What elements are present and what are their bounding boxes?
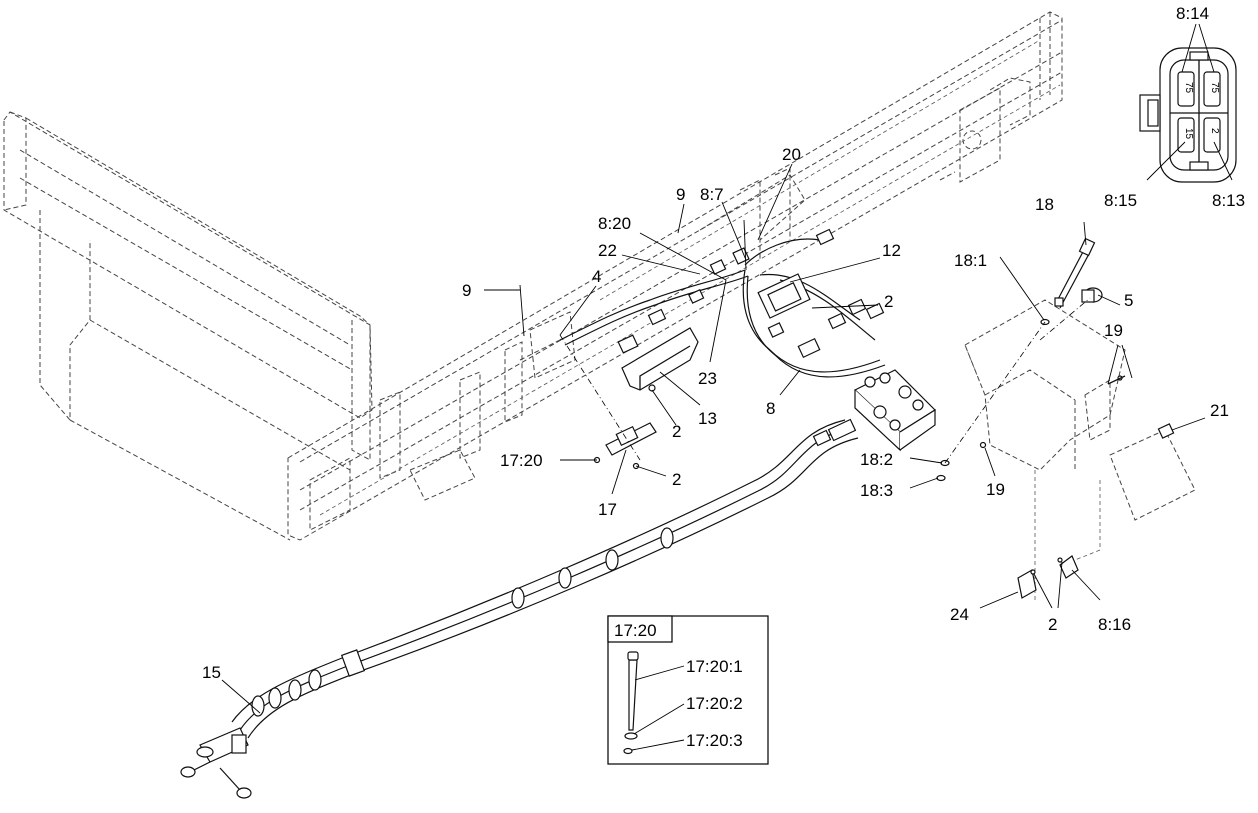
callout-18: 18 xyxy=(1035,195,1054,214)
callout-8: 8 xyxy=(766,399,775,418)
valve-block xyxy=(853,369,936,452)
callout-8-7: 8:7 xyxy=(700,185,724,204)
pin-label-1: 75 xyxy=(1183,82,1194,94)
callout-23: 23 xyxy=(698,369,717,388)
callout-4: 4 xyxy=(592,267,601,286)
callout-20: 20 xyxy=(782,145,801,164)
chassis-frame xyxy=(3,11,1063,541)
right-bracket-assembly xyxy=(936,237,1196,600)
callout-18-1: 18:1 xyxy=(954,251,987,270)
callout-9-top: 9 xyxy=(676,185,685,204)
callout-19-bottom: 19 xyxy=(986,480,1005,499)
callout-15: 15 xyxy=(202,663,221,682)
callout-2-a: 2 xyxy=(884,292,893,311)
inset-17-20: 17:20 17:20:1 17:20:2 17:20:3 xyxy=(607,615,769,765)
pin-label-4: 2 xyxy=(1209,128,1220,134)
callout-18-3: 18:3 xyxy=(860,481,893,500)
callout-9-left: 9 xyxy=(462,281,471,300)
callout-2-b: 2 xyxy=(672,422,681,441)
inset-title: 17:20 xyxy=(614,621,657,640)
bracket-13 xyxy=(621,327,699,392)
inset-label-17-20-3: 17:20:3 xyxy=(686,731,743,750)
callout-12: 12 xyxy=(882,241,901,260)
callout-8-15: 8:15 xyxy=(1104,191,1137,210)
harness-assembly xyxy=(559,219,886,378)
callout-13: 13 xyxy=(698,409,717,428)
callout-2-d: 2 xyxy=(1048,615,1057,634)
callout-2-c: 2 xyxy=(672,470,681,489)
callout-24: 24 xyxy=(950,605,969,624)
callout-22: 22 xyxy=(598,241,617,260)
pin-label-3: 15 xyxy=(1183,128,1194,140)
callout-8-13: 8:13 xyxy=(1212,191,1245,210)
leader-lines xyxy=(221,163,1206,714)
callout-19-top: 19 xyxy=(1104,321,1123,340)
inset-label-17-20-1: 17:20:1 xyxy=(686,657,743,676)
callout-labels: 8:14 8:15 8:13 20 9 8:7 8:20 22 4 9 12 2… xyxy=(202,4,1245,682)
inset-label-17-20-2: 17:20:2 xyxy=(686,694,743,713)
mount-17 xyxy=(559,334,657,470)
callout-18-2: 18:2 xyxy=(860,450,893,469)
callout-21: 21 xyxy=(1210,401,1229,420)
callout-8-20: 8:20 xyxy=(598,214,631,233)
callout-8-16: 8:16 xyxy=(1098,615,1131,634)
callout-17-20: 17:20 xyxy=(500,451,543,470)
callout-5: 5 xyxy=(1124,291,1133,310)
hose-15 xyxy=(180,418,859,799)
connector-detail: 75 75 15 2 xyxy=(1139,23,1237,183)
pin-label-2: 75 xyxy=(1209,82,1220,94)
callout-17: 17 xyxy=(598,500,617,519)
callout-8-14: 8:14 xyxy=(1176,4,1209,23)
